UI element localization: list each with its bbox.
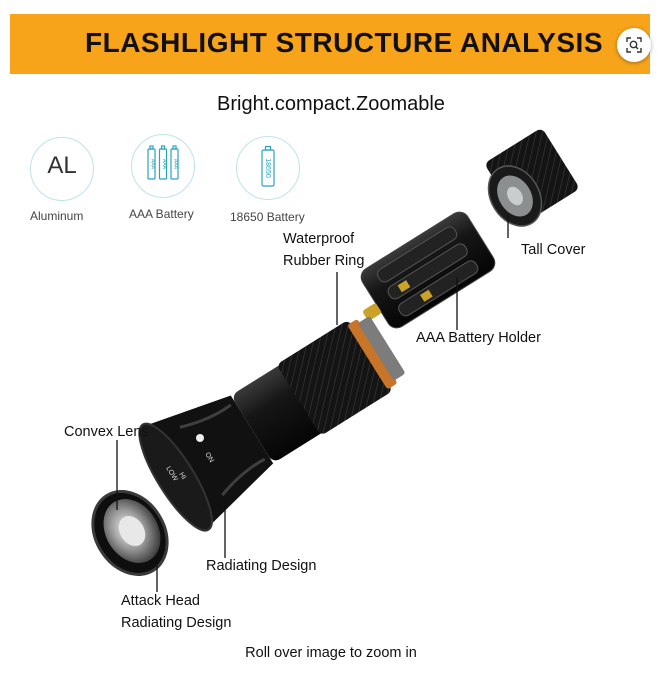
- callout-waterproof-ring: Waterproof Rubber Ring: [283, 231, 365, 269]
- callout-tall-cover: Tall Cover: [521, 242, 586, 258]
- aluminum-feature-icon: AL: [30, 137, 94, 201]
- attack-head: [91, 490, 169, 576]
- 18650-battery-mark: 18650: [264, 158, 271, 178]
- flashlight-body: ON HI LOW: [138, 316, 405, 532]
- page-title: FLASHLIGHT STRUCTURE ANALYSIS: [85, 27, 603, 58]
- feature-label-18650: 18650 Battery: [230, 210, 305, 224]
- title-banner: FLASHLIGHT STRUCTURE ANALYSIS: [10, 14, 650, 74]
- aaa-battery-mark-3: AAA: [173, 159, 179, 170]
- 18650-battery-icon: 18650: [261, 145, 275, 187]
- feature-label-aaa: AAA Battery: [129, 207, 194, 221]
- callout-convex-lens: Convex Lens: [64, 424, 149, 440]
- feature-label-aluminum: Aluminum: [30, 209, 84, 223]
- aaa-battery-mark-2: AAA: [161, 159, 167, 170]
- aaa-battery-holder: [360, 211, 496, 329]
- callout-attack-head: Attack Head Radiating Design: [121, 593, 232, 631]
- tail-cover: [486, 129, 578, 227]
- marking-on: ON: [203, 451, 215, 464]
- callout-radiating-design: Radiating Design: [206, 558, 317, 574]
- zoom-search-icon: [626, 37, 642, 53]
- callout-aaa-holder: AAA Battery Holder: [416, 330, 541, 346]
- marking-hi: HI: [177, 471, 187, 481]
- 18650-battery-feature: 18650: [236, 136, 300, 200]
- zoom-hint: Roll over image to zoom in: [245, 645, 417, 661]
- aaa-battery-icon: AAA AAA AAA: [147, 145, 179, 180]
- zoom-button[interactable]: [617, 28, 651, 62]
- aluminum-symbol: AL: [47, 152, 77, 179]
- aaa-battery-feature: AAA AAA AAA: [131, 134, 195, 198]
- subtitle: Bright.compact.Zoomable: [217, 93, 445, 115]
- aaa-battery-mark-1: AAA: [150, 159, 156, 170]
